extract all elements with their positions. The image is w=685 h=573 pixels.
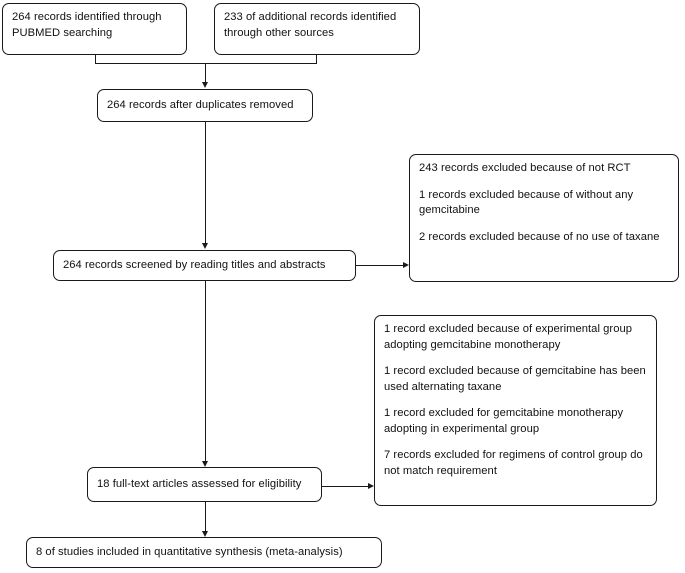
connector-screened-to-exclusions — [356, 265, 403, 266]
node-text: 264 records identified through PUBMED se… — [12, 11, 162, 39]
connector-pubmed-down — [95, 55, 96, 64]
node-text: 18 full-text articles assessed for eligi… — [97, 477, 302, 490]
arrowhead-to-included — [201, 531, 208, 537]
node-included-studies: 8 of studies included in quantitative sy… — [26, 537, 382, 568]
node-text: 264 records screened by reading titles a… — [63, 258, 326, 271]
connector-duplicates-to-screened — [205, 122, 206, 243]
exclusion-reason: 7 records excluded for regimens of contr… — [384, 449, 643, 477]
exclusion-reason: 1 record excluded for gemcitabine monoth… — [384, 407, 624, 435]
arrowhead-to-screening-exclusions — [403, 261, 409, 268]
exclusion-reason: 2 records excluded because of no use of … — [419, 230, 660, 243]
connector-merge-horizontal — [95, 63, 317, 64]
arrowhead-to-eligibility — [201, 461, 208, 467]
connector-eligibility-to-exclusions — [322, 486, 368, 487]
node-text: 233 of additional records identified thr… — [224, 11, 397, 39]
node-text: 264 records after duplicates removed — [107, 98, 294, 111]
connector-eligibility-to-included — [205, 502, 206, 531]
arrowhead-to-screened — [201, 243, 208, 249]
node-screening-exclusions: 243 records excluded because of not RCT … — [409, 154, 679, 282]
node-duplicates-removed: 264 records after duplicates removed — [97, 89, 313, 122]
node-identification-pubmed: 264 records identified through PUBMED se… — [2, 3, 187, 55]
node-identification-other-sources: 233 of additional records identified thr… — [214, 3, 420, 55]
connector-other-down — [316, 55, 317, 64]
node-eligibility-exclusions: 1 record excluded because of experimenta… — [374, 315, 657, 506]
arrowhead-to-eligibility-exclusions — [368, 482, 374, 489]
connector-merge-to-duplicates — [205, 63, 206, 82]
connector-screened-to-eligibility — [205, 281, 206, 461]
exclusion-reason: 1 records excluded because of without an… — [419, 188, 634, 217]
exclusion-reason: 1 record excluded because of gemcitabine… — [384, 365, 646, 393]
node-text: 8 of studies included in quantitative sy… — [36, 545, 343, 558]
exclusion-reason: 1 record excluded because of experimenta… — [384, 323, 633, 351]
arrowhead-to-duplicates — [201, 82, 208, 88]
node-full-text-eligibility: 18 full-text articles assessed for eligi… — [87, 467, 322, 502]
exclusion-reason: 243 records excluded because of not RCT — [419, 162, 631, 174]
node-records-screened: 264 records screened by reading titles a… — [53, 250, 356, 281]
